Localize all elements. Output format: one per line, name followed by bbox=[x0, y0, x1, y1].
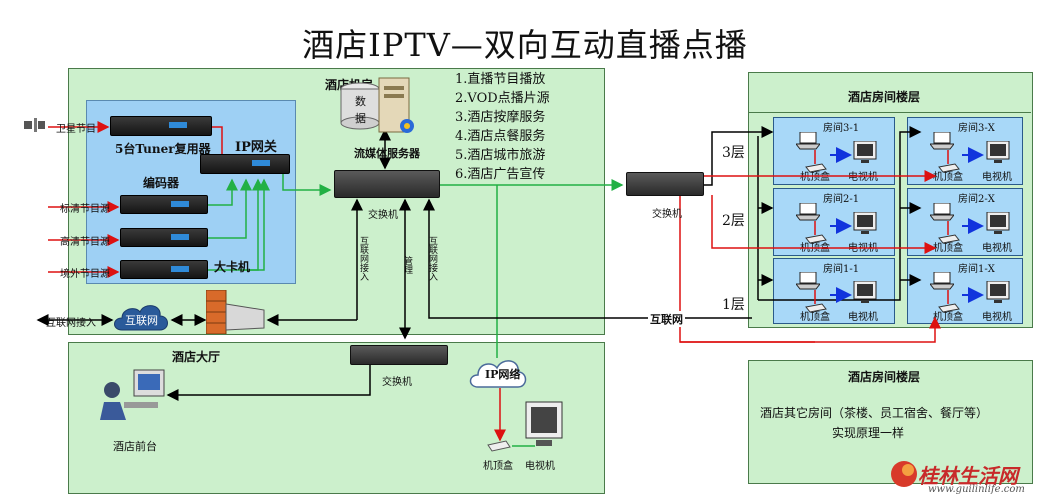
tv-label: 电视机 bbox=[982, 243, 1012, 254]
tuner-label: 5台Tuner复用器 bbox=[115, 142, 211, 156]
watermark-brand: 桂林生活网 bbox=[918, 464, 1018, 488]
gateway-label: IP网关 bbox=[235, 140, 277, 155]
tv-label: 电视机 bbox=[982, 172, 1012, 183]
laptop-icon bbox=[928, 202, 956, 221]
ip-network-label: IP网络 bbox=[485, 368, 521, 381]
internet-access-label: 互联网接入 bbox=[358, 236, 368, 281]
laptop-icon bbox=[794, 271, 822, 290]
internet-line-label: 互联网 bbox=[648, 311, 685, 327]
encoder-2 bbox=[120, 228, 208, 247]
lobby-stb-label: 机顶盒 bbox=[483, 461, 513, 472]
tv-label: 电视机 bbox=[848, 172, 878, 183]
front-desk-computer-icon bbox=[94, 368, 168, 430]
tv-icon bbox=[852, 140, 878, 165]
laptop-icon bbox=[928, 271, 956, 290]
core-switch bbox=[334, 170, 440, 198]
stb-label: 机顶盒 bbox=[933, 172, 963, 183]
firewall-icon bbox=[205, 289, 268, 335]
stb-icon bbox=[804, 158, 828, 173]
laptop-icon bbox=[928, 131, 956, 150]
stb-label: 机顶盒 bbox=[933, 312, 963, 323]
lobby-tv-icon bbox=[522, 400, 566, 450]
page-title: 酒店IPTV—双向互动直播点播 bbox=[302, 26, 748, 64]
encoder-3 bbox=[120, 260, 208, 279]
internet-access-label: 互联网接入 bbox=[46, 318, 96, 329]
lobby-stb-icon bbox=[486, 438, 512, 452]
room-name: 房间2-X bbox=[958, 194, 995, 205]
laptop-icon bbox=[794, 131, 822, 150]
lobby-switch-label: 交换机 bbox=[382, 377, 412, 388]
stb-label: 机顶盒 bbox=[800, 312, 830, 323]
card-reader-label: 大卡机 bbox=[214, 260, 251, 274]
stb-icon bbox=[937, 229, 961, 244]
stb-icon bbox=[804, 229, 828, 244]
floor-switch-label: 交换机 bbox=[652, 209, 682, 220]
tv-icon bbox=[985, 211, 1011, 236]
room-name: 房间2-1 bbox=[823, 194, 860, 205]
room-name: 房间1-X bbox=[958, 264, 995, 275]
service-item: 1.直播节目播放 bbox=[455, 72, 546, 87]
server-icon bbox=[375, 74, 415, 136]
other-rooms-label: 酒店房间楼层 bbox=[848, 370, 921, 384]
sd-source-label: 标清节目源 bbox=[60, 204, 110, 215]
stb-label: 机顶盒 bbox=[933, 243, 963, 254]
lobby-label: 酒店大厅 bbox=[172, 350, 221, 364]
lobby-switch bbox=[350, 345, 448, 365]
core-switch-label: 交换机 bbox=[368, 210, 398, 221]
streaming-server-label: 流媒体服务器 bbox=[354, 147, 420, 160]
satellite-label: 卫星节目 bbox=[56, 124, 96, 135]
tv-icon bbox=[852, 280, 878, 305]
internet-access-label: 互联网接入 bbox=[427, 236, 437, 281]
internet-cloud-icon bbox=[110, 300, 172, 336]
tv-icon bbox=[852, 211, 878, 236]
hd-source-label: 高清节目源 bbox=[60, 237, 110, 248]
stb-icon bbox=[937, 298, 961, 313]
satellite-icon bbox=[22, 116, 46, 134]
internet-cloud-label: 互联网 bbox=[125, 314, 158, 327]
laptop-icon bbox=[794, 202, 822, 221]
other-rooms-desc-2: 实现原理一样 bbox=[832, 426, 905, 440]
stb-label: 机顶盒 bbox=[800, 172, 830, 183]
other-rooms-zone bbox=[748, 360, 1033, 484]
watermark-url: www.guilinlife.com bbox=[928, 484, 1025, 495]
floor-label-3: 3层 bbox=[722, 145, 745, 161]
encoder-label: 编码器 bbox=[143, 176, 180, 190]
service-item: 2.VOD点播片源 bbox=[455, 91, 550, 106]
lobby-tv-label: 电视机 bbox=[525, 461, 555, 472]
foreign-source-label: 境外节目源 bbox=[60, 269, 110, 280]
stb-icon bbox=[937, 158, 961, 173]
ip-gateway bbox=[200, 154, 290, 174]
management-label: 管理 bbox=[402, 256, 412, 274]
other-rooms-desc: 酒店其它房间（茶楼、员工宿舍、餐厅等） bbox=[760, 406, 989, 420]
database-label-2: 据 bbox=[355, 112, 366, 125]
service-item: 6.酒店广告宣传 bbox=[455, 167, 546, 182]
tuner-multiplexer bbox=[110, 116, 212, 136]
database-label-1: 数 bbox=[355, 95, 366, 108]
front-desk-label: 酒店前台 bbox=[113, 440, 157, 453]
service-item: 3.酒店按摩服务 bbox=[455, 110, 546, 125]
service-item: 4.酒店点餐服务 bbox=[455, 129, 546, 144]
tv-icon bbox=[985, 280, 1011, 305]
watermark-logo-icon bbox=[890, 460, 918, 488]
ip-network-cloud-icon bbox=[466, 355, 530, 391]
floor-label-1: 1层 bbox=[722, 297, 745, 313]
tv-label: 电视机 bbox=[982, 312, 1012, 323]
floor-label-2: 2层 bbox=[722, 213, 745, 229]
tv-label: 电视机 bbox=[848, 312, 878, 323]
stb-icon bbox=[804, 298, 828, 313]
encoder-1 bbox=[120, 195, 208, 214]
room-name: 房间3-X bbox=[958, 123, 995, 134]
floor-divider bbox=[748, 112, 1031, 113]
floors-label: 酒店房间楼层 bbox=[848, 90, 921, 104]
room-name: 房间1-1 bbox=[823, 264, 860, 275]
room-name: 房间3-1 bbox=[823, 123, 860, 134]
floor-switch bbox=[626, 172, 704, 196]
tv-icon bbox=[985, 140, 1011, 165]
service-item: 5.酒店城市旅游 bbox=[455, 148, 546, 163]
